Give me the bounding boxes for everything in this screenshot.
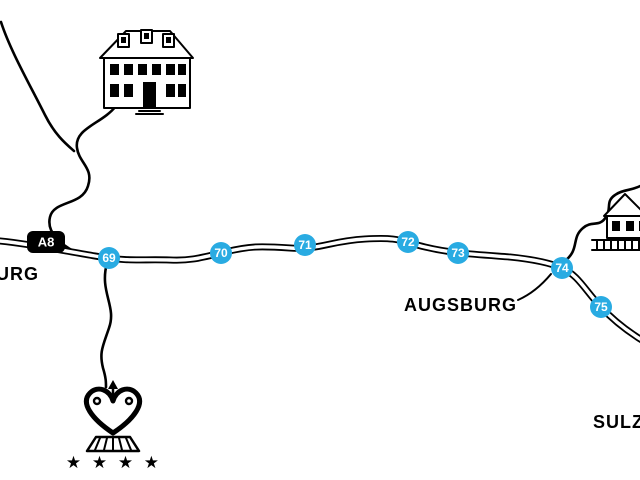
posthorn-finial-arrowhead (108, 380, 118, 389)
building-window (152, 64, 161, 75)
posthorn-heart (83, 386, 143, 436)
building-window (124, 84, 133, 97)
building-window (166, 64, 175, 75)
posthorn-curl (124, 396, 134, 406)
building-window (166, 84, 175, 97)
posthorn-hotel-logo-icon: ★ ★ ★ ★ (66, 380, 162, 472)
junction-badge-73: 73 (447, 242, 469, 264)
junction-circle (590, 296, 612, 318)
junction-number: 74 (555, 261, 569, 275)
junction-circle (447, 242, 469, 264)
building-dormer (117, 33, 130, 48)
junction-badge-69: 69 (98, 247, 120, 269)
junction-badge-71: 71 (294, 234, 316, 256)
junction-number: 75 (594, 300, 608, 314)
autobahn-a8-road (0, 235, 640, 344)
city-label-partial-left: URG (0, 264, 39, 284)
junction-number: 71 (298, 238, 312, 252)
junction-circle (397, 231, 419, 253)
building-window (626, 221, 634, 231)
partial-building-right-icon (591, 193, 640, 251)
augsburg-pointer-line (517, 273, 552, 301)
building-window (110, 64, 119, 75)
building-window (110, 84, 119, 97)
hotel-access-road (100, 261, 113, 389)
junction-circle (210, 242, 232, 264)
junction-circle (294, 234, 316, 256)
building-window (124, 64, 133, 75)
a8-badge: A8 (27, 231, 65, 253)
building-window (178, 64, 186, 75)
junction-circle (551, 257, 573, 279)
junction-number: 70 (214, 246, 228, 260)
building-terrace-fence (591, 239, 640, 251)
building-dormer (140, 29, 153, 44)
junction-circle (98, 247, 120, 269)
posthorn-base-ribs (94, 437, 132, 451)
building-window (138, 64, 147, 75)
junction-badge-75: 75 (590, 296, 612, 318)
building-steps (135, 110, 164, 115)
building-window (178, 84, 186, 97)
junction-number: 72 (401, 235, 415, 249)
building-door (143, 82, 156, 108)
guesthouse-access-road (48, 104, 118, 254)
hotel-star-rating: ★ ★ ★ ★ (66, 453, 162, 472)
junction-badge-74: 74 (551, 257, 573, 279)
a8-badge-background (27, 231, 65, 253)
top-left-access-road (0, 20, 76, 153)
a8-badge-label: A8 (38, 235, 55, 250)
guesthouse-building-icon (99, 29, 194, 115)
junction-number: 69 (102, 251, 116, 265)
building-dormer (162, 33, 175, 48)
junction-number: 73 (451, 246, 465, 260)
posthorn-curl (92, 396, 102, 406)
city-label-augsburg: AUGSBURG (404, 295, 517, 315)
junction-badge-72: 72 (397, 231, 419, 253)
building-body (606, 215, 640, 239)
junction-badge-70: 70 (210, 242, 232, 264)
city-label-partial-right: SULZ (593, 412, 640, 432)
building-window (612, 221, 620, 231)
